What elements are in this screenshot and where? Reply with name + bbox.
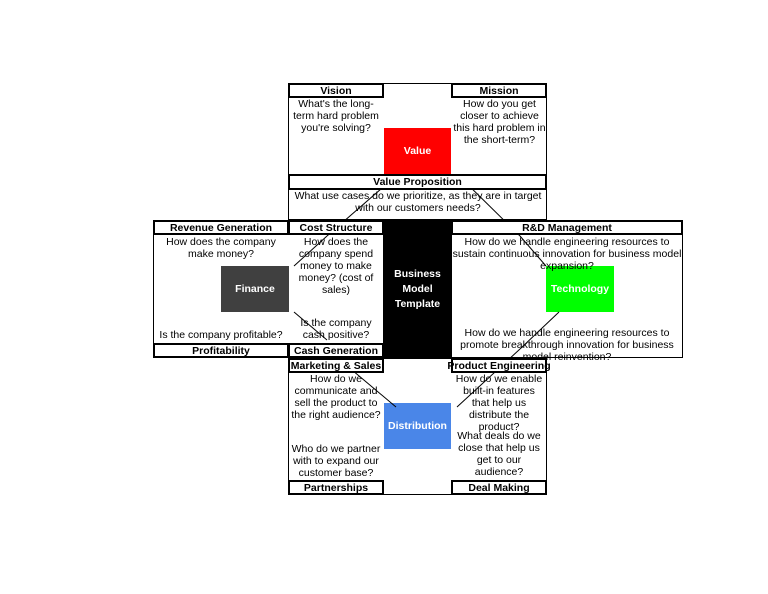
distribution-label: Distribution [388, 420, 447, 432]
cost-structure-question: How does the company spend money to make… [298, 236, 374, 296]
value-proposition-question: What use cases do we prioritize, as they… [294, 190, 542, 214]
finance-tile: Finance [221, 266, 289, 312]
cash-generation-question: Is the company cash positive? [300, 317, 372, 341]
profitability-question: Is the company profitable? [159, 329, 283, 341]
value-label: Value [403, 145, 432, 157]
vision-question: What's the long-term hard problem you're… [293, 98, 379, 134]
mission-question: How do you get closer to achieve this ha… [453, 98, 546, 146]
mission-header: Mission [451, 83, 547, 98]
profitability-header: Profitability [153, 343, 289, 358]
deal-making-question: What deals do we close that help us get … [457, 430, 541, 478]
vision-header: Vision [288, 83, 384, 98]
center-block: Business Model Template [384, 220, 451, 358]
revenue-generation-question: How does the company make money? [166, 236, 276, 260]
revenue-generation-header: Revenue Generation [153, 220, 289, 235]
deal-making-header: Deal Making [451, 480, 547, 495]
distribution-tile: Distribution [384, 403, 451, 449]
marketing-sales-header: Marketing & Sales [288, 358, 384, 373]
finance-label: Finance [235, 283, 275, 295]
partnerships-question: Who do we partner with to expand our cus… [291, 443, 381, 479]
center-label: Business Model Template [394, 267, 441, 310]
technology-label: Technology [550, 283, 610, 295]
cost-structure-header: Cost Structure [288, 220, 384, 235]
value-proposition-header: Value Proposition [288, 174, 547, 190]
rd-management-header: R&D Management [451, 220, 683, 235]
value-tile: Value [384, 128, 451, 174]
product-engineering-question: How do we enable built-in features that … [455, 373, 543, 433]
rd-management-question: How do we handle engineering resources t… [452, 236, 682, 272]
partnerships-header: Partnerships [288, 480, 384, 495]
cash-generation-header: Cash Generation [288, 343, 384, 358]
product-engineering-header: Product Engineering [447, 358, 551, 373]
marketing-sales-question: How do we communicate and sell the produ… [291, 373, 381, 421]
technology-tile: Technology [546, 266, 614, 312]
